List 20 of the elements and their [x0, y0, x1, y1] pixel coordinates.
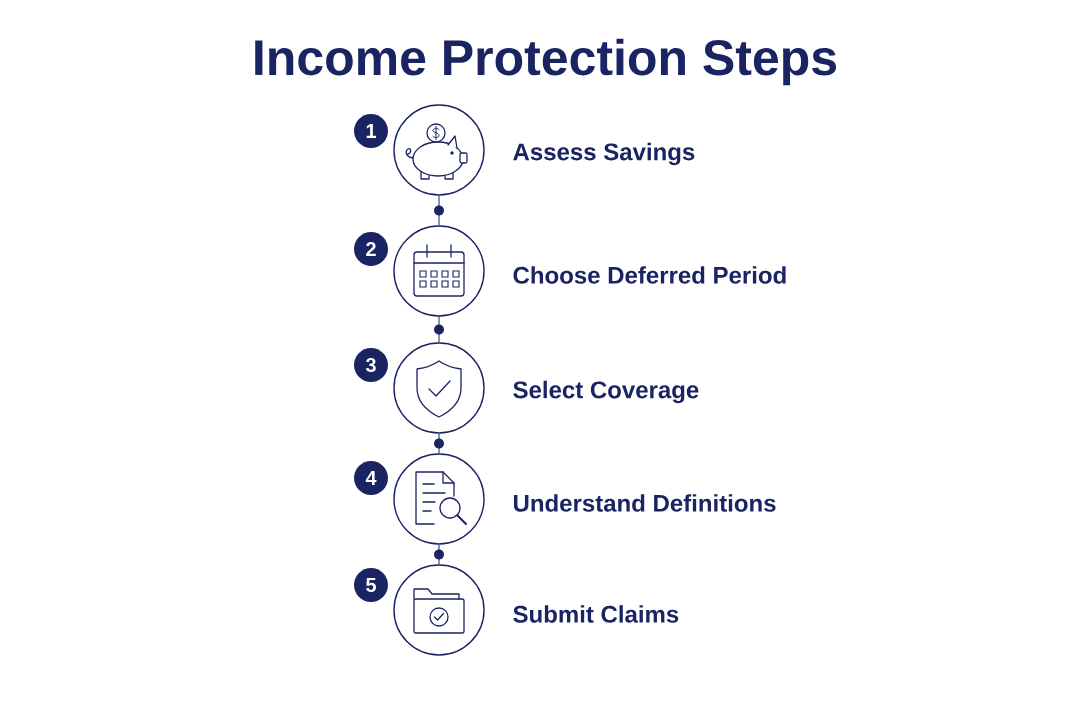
connector-line	[434, 195, 444, 226]
step-number-badge: 4	[354, 461, 388, 495]
step-circle	[393, 564, 485, 656]
step-label: Assess Savings	[513, 142, 695, 166]
step-circle	[393, 342, 485, 434]
step-number-badge: 5	[354, 568, 388, 602]
step-label: Submit Claims	[513, 605, 679, 623]
step-circle	[393, 453, 485, 545]
connector-line	[434, 433, 444, 454]
connector-line	[434, 544, 444, 565]
step-circle	[393, 104, 485, 196]
step-label: Choose Deferred Period	[513, 266, 786, 284]
connector-line	[434, 316, 444, 343]
step-number-badge: 3	[354, 348, 388, 382]
step-circle	[393, 225, 485, 317]
step-label: Understand Definitions	[514, 494, 776, 512]
title: Income Protection Steps	[255, 38, 837, 86]
step-label: Select Coverage	[513, 380, 699, 404]
step-number-badge: 2	[354, 232, 388, 266]
step-number-badge: 1	[354, 114, 388, 148]
